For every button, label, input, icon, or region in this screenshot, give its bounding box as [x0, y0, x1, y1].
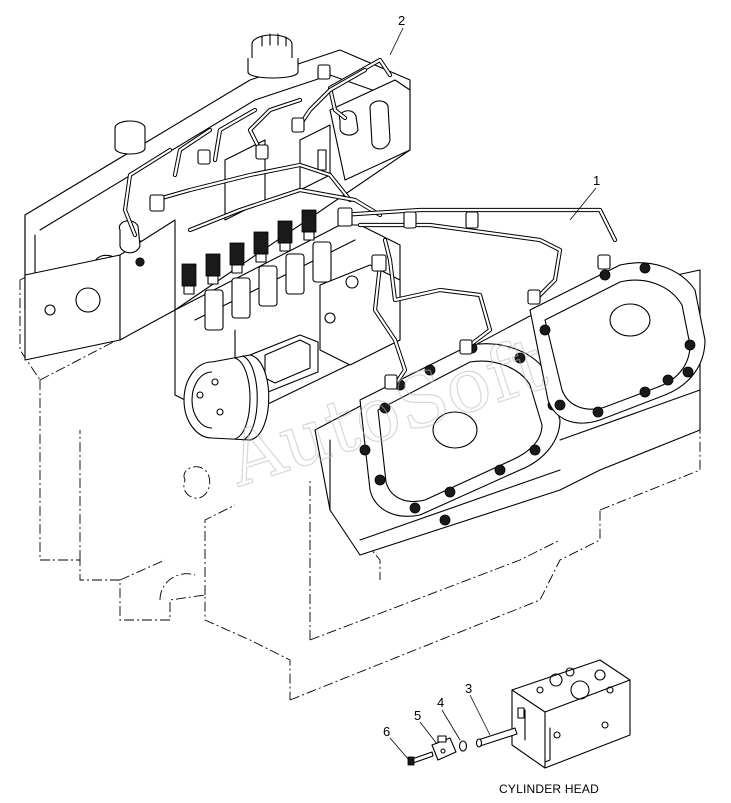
injection-pump	[174, 209, 401, 441]
part-3-injector-tube	[475, 727, 518, 748]
leader-6	[389, 737, 410, 761]
leader-2	[389, 27, 404, 56]
callout-2: 2	[398, 13, 405, 28]
pump-elements	[181, 209, 332, 331]
part-4-seal-ring	[458, 740, 468, 752]
callout-3: 3	[465, 681, 472, 696]
leader-5	[419, 721, 438, 745]
leader-4	[441, 709, 461, 741]
rocker-cover-rear	[529, 262, 706, 424]
callout-1: 1	[593, 173, 600, 188]
left-cylinder-bank	[24, 33, 411, 361]
leader-3	[469, 694, 491, 736]
callout-6: 6	[383, 724, 390, 739]
cylinder-head-detail	[511, 659, 631, 769]
callout-4: 4	[437, 695, 444, 710]
front-pulley	[183, 354, 270, 441]
right-cylinder-bank	[314, 262, 706, 556]
callout-leaders	[389, 27, 597, 761]
cylinder-head-caption: CYLINDER HEAD	[499, 782, 599, 796]
fuel-injection-lines	[122, 57, 618, 390]
rocker-cover-front	[359, 342, 561, 526]
leader-1	[569, 187, 597, 221]
part-5-adapter	[431, 735, 457, 761]
part-6-bolt	[407, 751, 434, 766]
callout-5: 5	[414, 708, 421, 723]
